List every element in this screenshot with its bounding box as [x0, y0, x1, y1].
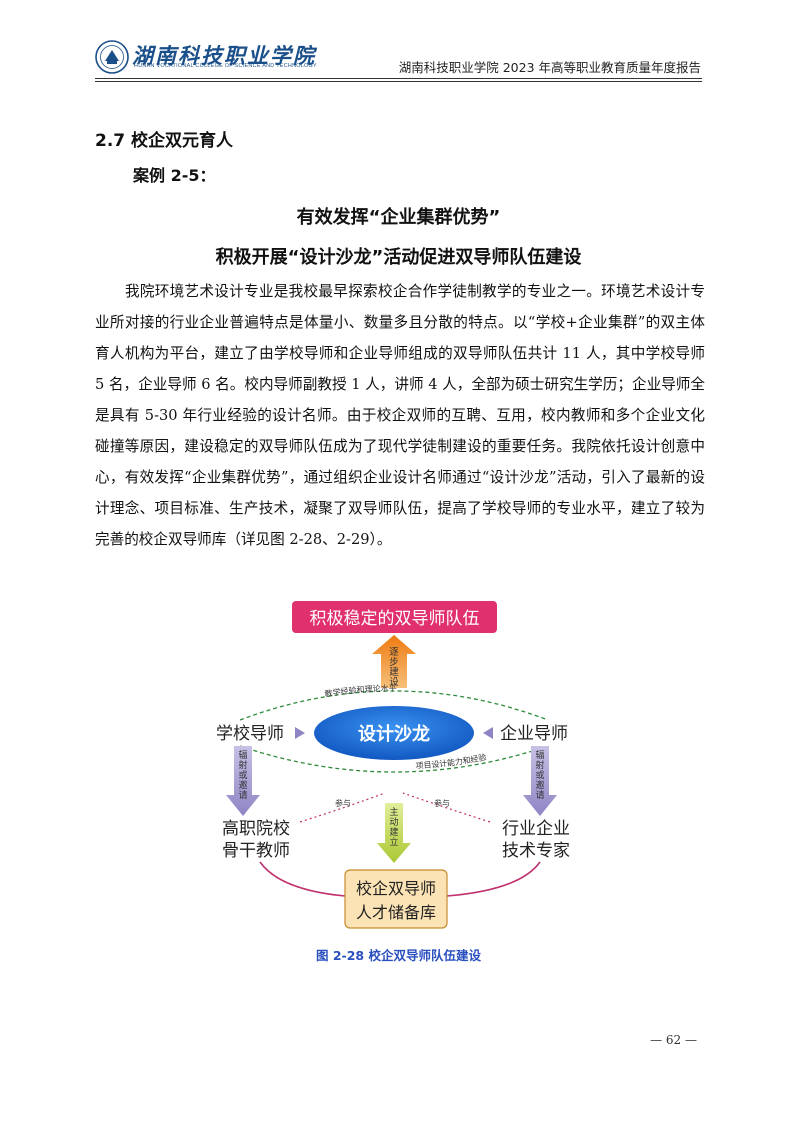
center-arrow-char-2: 动: [389, 817, 398, 828]
right-arrow-char-2: 射: [535, 759, 544, 771]
right-radiate-arrow: [523, 746, 557, 816]
left-radiate-arrow: [226, 746, 260, 816]
design-salon-oval: [314, 706, 474, 760]
left-arrow-char-2: 射: [238, 759, 247, 771]
header-rule: [95, 78, 702, 79]
center-establish-arrow: [377, 803, 411, 863]
school-mentor-pointer-icon: [295, 727, 305, 739]
right-arrow-char-1: 辐: [535, 749, 544, 761]
design-salon-text: 设计沙龙: [358, 723, 430, 745]
left-arrow-char-3: 或: [238, 769, 247, 781]
right-arrow-char-3: 或: [535, 769, 544, 781]
up-arrow-char-1: 逐: [389, 647, 399, 658]
college-teachers-line-2: 骨干教师: [222, 841, 290, 861]
participate-left-label: 参与: [335, 798, 351, 808]
section-title: 2.7 校企双元育人: [95, 131, 234, 151]
center-arrow-char-3: 建: [389, 826, 398, 838]
body-paragraph: 我院环境艺术设计专业是我校最早探索校企合作学徒制教学的专业之一。环境艺术设计专业…: [95, 283, 705, 548]
talent-pool-line-2: 人才储备库: [356, 903, 436, 922]
center-arrow-char-1: 主: [389, 806, 398, 818]
build-up-arrow: [372, 635, 416, 688]
left-arrow-char-1: 辐: [238, 749, 247, 761]
college-teachers-line-1: 高职院校: [222, 819, 290, 839]
participate-right-curve: [402, 792, 491, 823]
page-number: — 62 —: [650, 1033, 697, 1047]
lower-dashed-arc: [239, 745, 549, 773]
left-arrow-char-4: 邀: [238, 779, 247, 791]
right-to-pool-curve: [446, 861, 541, 897]
college-seal-icon: [95, 40, 129, 74]
participate-left-curve: [299, 792, 386, 823]
report-header-title: 湖南科技职业学院 2023 年高等职业教育质量年度报告: [398, 60, 701, 75]
college-logo-english: HUNAN VOCATIONAL COLLEGE OF SCIENCE AND …: [134, 63, 317, 69]
arc-top-label: 教学经验和理论水平: [324, 683, 397, 699]
talent-pool-box: [344, 869, 448, 929]
industry-experts-line-2: 技术专家: [502, 841, 570, 861]
up-arrow-char-2: 步: [389, 657, 399, 668]
industry-experts-line-1: 行业企业: [502, 819, 570, 839]
right-arrow-char-4: 邀: [535, 779, 544, 791]
center-arrow-char-4: 立: [389, 836, 398, 848]
case-title-line-2: 积极开展“设计沙龙”活动促进双导师队伍建设: [215, 247, 582, 268]
top-goal-text: 积极稳定的双导师队伍: [310, 609, 480, 629]
figure-caption: 图 2-28 校企双导师队伍建设: [316, 948, 481, 963]
top-goal-box: [292, 601, 497, 633]
up-arrow-char-4: 设: [389, 677, 399, 688]
college-logo-script: 湖南科技职业学院: [132, 43, 316, 68]
left-arrow-char-5: 请: [238, 789, 247, 801]
case-label: 案例 2-5：: [133, 166, 216, 185]
dual-mentor-diagram: 积极稳定的双导师队伍 逐 步 建 设 教学经验和理论水平 项目设计能力和经验 设…: [216, 601, 570, 929]
talent-pool-line-1: 校企双导师: [356, 879, 436, 898]
enterprise-mentor-pointer-icon: [483, 727, 493, 739]
up-arrow-char-3: 建: [389, 666, 399, 678]
right-arrow-char-5: 请: [535, 789, 544, 801]
participate-right-label: 参与: [434, 798, 450, 808]
header-rule-thin: [95, 81, 702, 82]
school-mentor-label: 学校导师: [216, 724, 284, 744]
case-title-line-1: 有效发挥“企业集群优势”: [296, 207, 501, 228]
enterprise-mentor-label: 企业导师: [500, 724, 568, 744]
upper-dashed-arc: [239, 690, 549, 721]
left-to-pool-curve: [259, 861, 346, 897]
